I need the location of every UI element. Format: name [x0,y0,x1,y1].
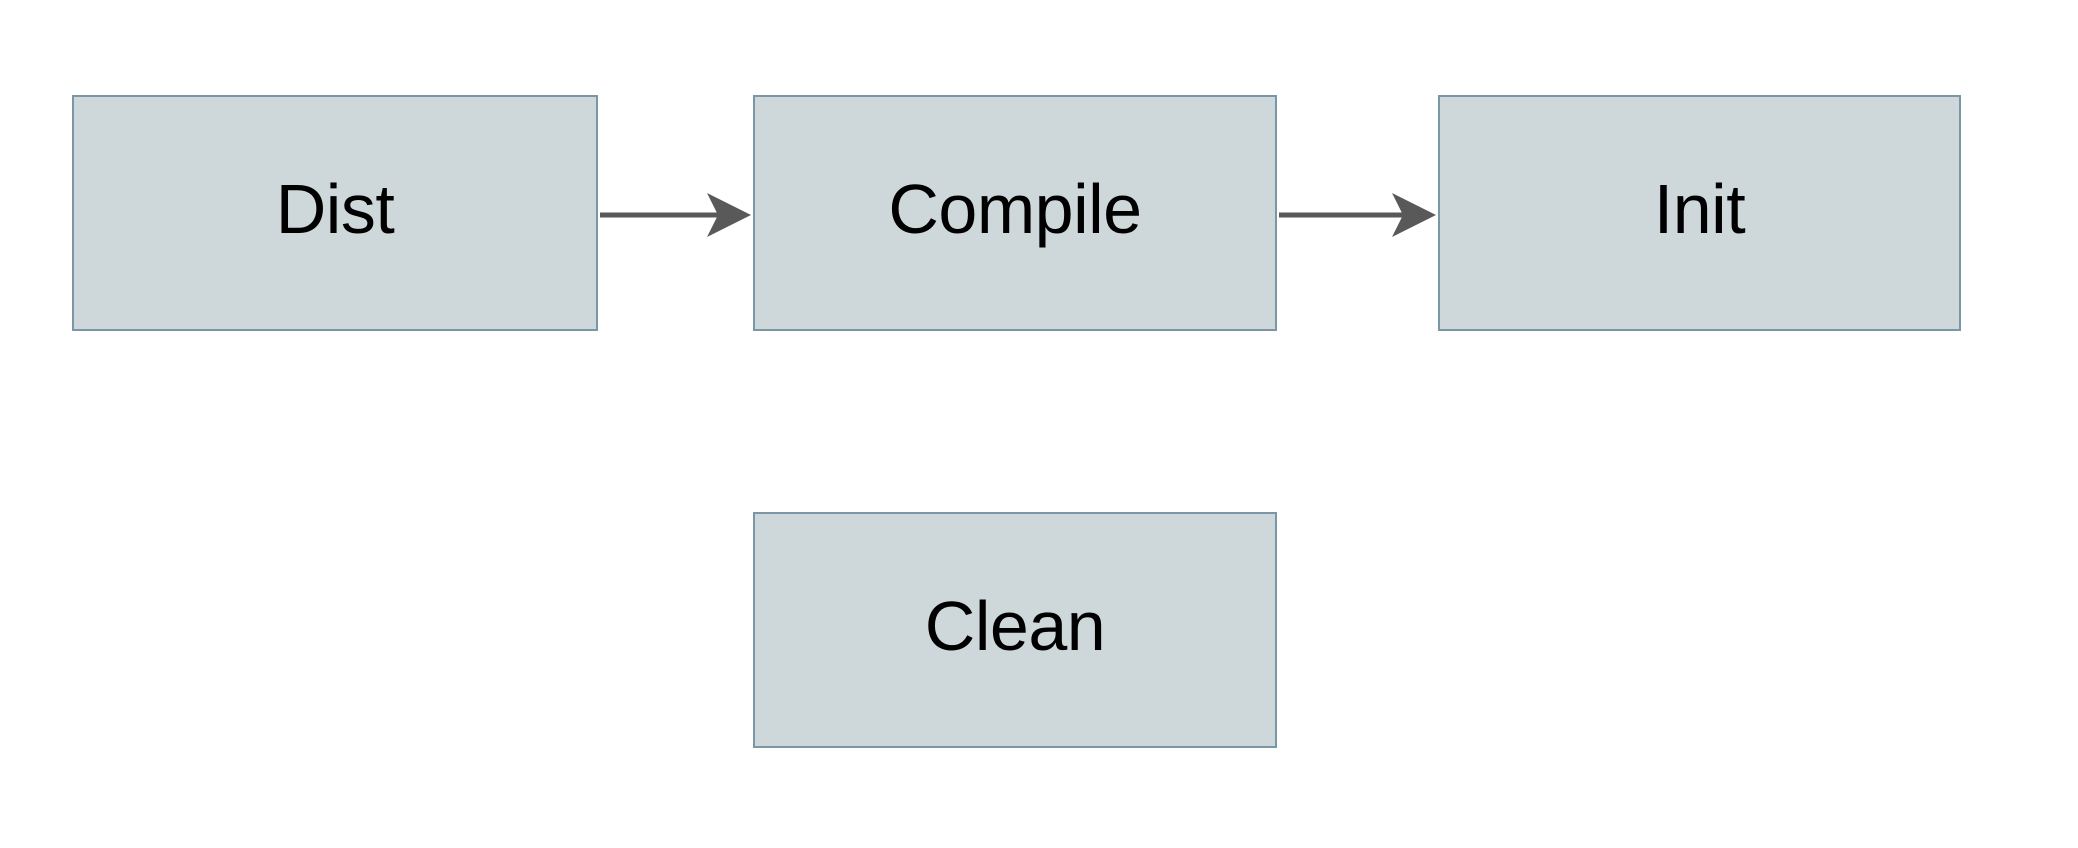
node-init[interactable]: Init [1438,95,1961,331]
arrowhead-icon [707,193,751,237]
node-label-clean: Clean [924,587,1106,665]
node-clean[interactable]: Clean [753,512,1277,748]
node-compile[interactable]: Compile [753,95,1277,331]
edge-compile-to-init [1279,193,1436,237]
node-label-dist: Dist [275,170,395,248]
arrowhead-icon [1392,193,1436,237]
node-label-compile: Compile [888,170,1142,248]
node-dist[interactable]: Dist [72,95,598,331]
node-label-init: Init [1653,170,1746,248]
edge-dist-to-compile [600,193,751,237]
